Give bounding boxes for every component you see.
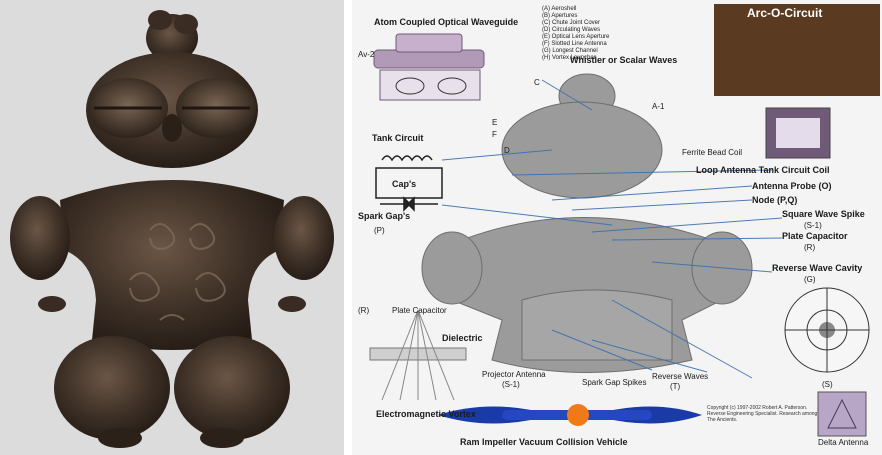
label-r-left: (R) — [358, 306, 369, 315]
label-square-wave-code: (S-1) — [804, 221, 822, 230]
label-d: D — [504, 146, 510, 155]
label-e: E — [492, 118, 497, 127]
annotated-diagram: Arc-O-Circuit (A) Aeroshell (B) Aperture… — [352, 0, 882, 455]
label-delta: Delta Antenna — [818, 438, 868, 447]
label-whistler: Whistler or Scalar Waves — [570, 56, 677, 65]
cavity-schematic — [785, 288, 869, 372]
label-caps: Cap's — [392, 180, 416, 189]
waveguide-device — [374, 34, 484, 100]
label-ram-vehicle: Ram Impeller Vacuum Collision Vehicle — [460, 438, 628, 447]
label-reverse-cavity: Reverse Wave Cavity — [772, 264, 862, 273]
legend-item: (A) Aeroshell — [542, 6, 728, 13]
label-antenna-probe: Antenna Probe (O) — [752, 182, 832, 191]
label-spark-gaps: Spark Gap's — [358, 212, 410, 221]
legend-item: (B) Apertures — [542, 13, 728, 20]
label-square-wave: Square Wave Spike — [782, 210, 865, 219]
label-em-vortex: Electromagnetic Vortex — [376, 410, 476, 419]
label-a1: A-1 — [652, 102, 664, 111]
label-waveguide: Atom Coupled Optical Waveguide — [374, 18, 518, 27]
vortex-diagram — [370, 310, 466, 400]
label-c: C — [534, 78, 540, 87]
label-av2: Av-2 — [358, 50, 374, 59]
label-ferrite: Ferrite Bead Coil — [682, 148, 742, 157]
label-tank: Tank Circuit — [372, 134, 423, 143]
label-p: (P) — [374, 226, 385, 235]
label-reverse-cavity-code: (G) — [804, 275, 816, 284]
label-plate-cap-right: Plate Capacitor — [782, 232, 848, 241]
legend-item: (G) Longest Channel — [542, 48, 728, 55]
legend-item: (C) Chute Joint Cover — [542, 20, 728, 27]
label-node: Node (P,Q) — [752, 196, 797, 205]
label-s: (S) — [822, 380, 833, 389]
label-plate-cap-left: Plate Capacitor — [392, 306, 447, 315]
label-projector: Projector Antenna — [482, 370, 546, 379]
label-dielectric: Dielectric — [442, 334, 483, 343]
legend-item: (D) Circulating Waves — [542, 27, 728, 34]
figurine-photo — [0, 0, 344, 455]
label-f: F — [492, 130, 497, 139]
label-spark-gap-spikes: Spark Gap Spikes — [582, 378, 646, 387]
legend: (A) Aeroshell (B) Apertures (C) Chute Jo… — [542, 6, 728, 62]
label-reverse-waves-code: (T) — [670, 382, 680, 391]
label-plate-cap-right-code: (R) — [804, 243, 815, 252]
label-reverse-waves: Reverse Waves — [652, 372, 708, 381]
vehicle-diagram — [438, 404, 702, 426]
dogu-figurine-image — [0, 0, 344, 455]
label-loop: Loop Antenna Tank Circuit Coil — [696, 166, 830, 175]
legend-item: (F) Slotted Line Antenna — [542, 41, 728, 48]
legend-item: (E) Optical Lens Aperture — [542, 34, 728, 41]
label-projector-code: (S-1) — [502, 380, 520, 389]
copyright-credit: Copyright (c) 1997-2002 Robert A. Patter… — [707, 405, 827, 423]
arc-circuit-title: Arc-O-Circuit — [747, 6, 822, 20]
